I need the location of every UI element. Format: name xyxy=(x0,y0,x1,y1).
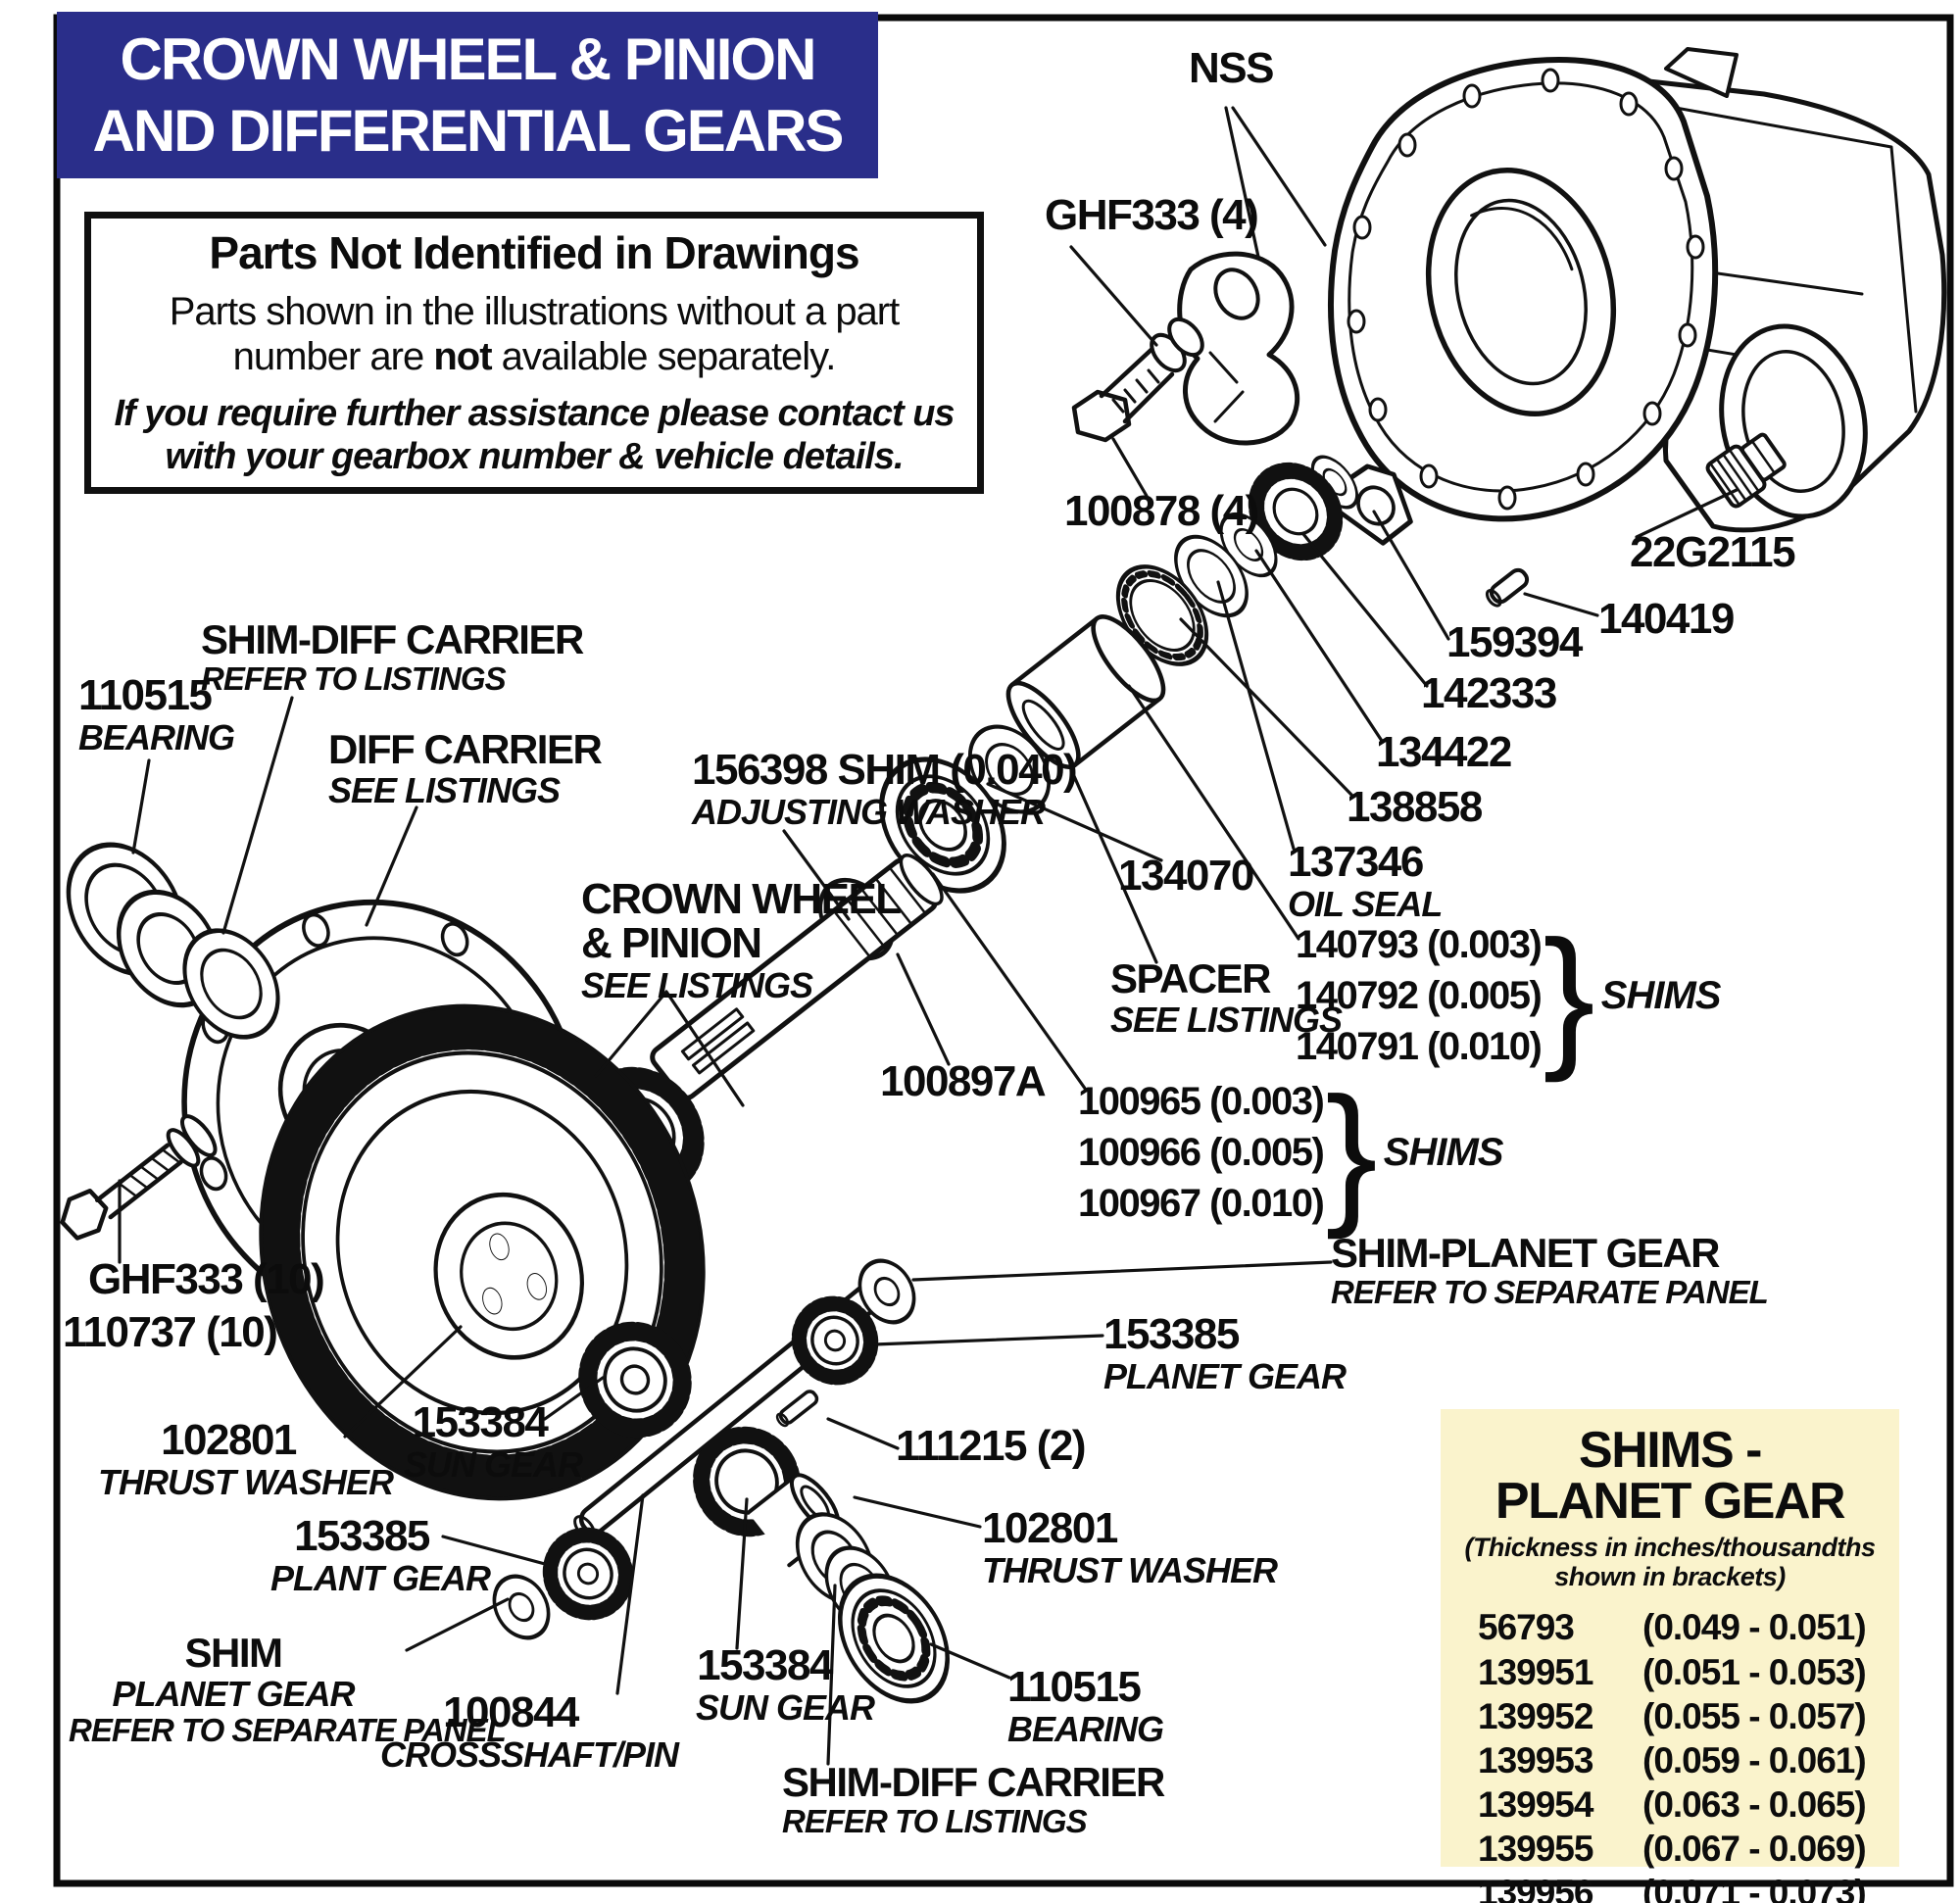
part-label-110515-bottom: 110515 BEARING xyxy=(1007,1663,1164,1749)
shim-row: 140792 (0.005) xyxy=(1296,974,1543,1017)
shims-panel-row: 139956(0.071 - 0.073) xyxy=(1478,1873,1867,1903)
notice-box: Parts Not Identified in Drawings Parts s… xyxy=(84,212,984,494)
notice-body-line2-bold: not xyxy=(433,335,492,379)
part-label-138858: 138858 xyxy=(1347,783,1483,831)
part-label-153384-bottom: 153384 SUN GEAR xyxy=(696,1641,875,1728)
shim-group-100965: 100965 (0.003) 100966 (0.005) 100967 (0.… xyxy=(1078,1064,1503,1240)
gearbox-housing-drawing xyxy=(1327,47,1947,533)
part-label-22g2115: 22G2115 xyxy=(1630,528,1796,576)
part-label-153385-right: 153385 PLANET GEAR xyxy=(1103,1310,1347,1396)
notice-body-line2-pre: number are xyxy=(232,335,434,379)
brace-glyph: } xyxy=(1325,1064,1378,1240)
shims-panel-row: 56793(0.049 - 0.051) xyxy=(1478,1607,1867,1648)
differential-gears-drawing xyxy=(492,1258,950,1704)
shims-panel-row: 139954(0.063 - 0.065) xyxy=(1478,1783,1867,1825)
shim-row: 140793 (0.003) xyxy=(1296,923,1543,966)
shim-row: 140791 (0.010) xyxy=(1296,1025,1543,1068)
page-title-box: CROWN WHEEL & PINION AND DIFFERENTIAL GE… xyxy=(57,12,878,178)
part-label-153384-top: 153384 SUN GEAR xyxy=(404,1398,583,1485)
part-label-134422: 134422 xyxy=(1376,728,1512,776)
part-label-100878: 100878 (4) xyxy=(1064,487,1259,535)
part-label-shim-diff-carrier-bottom: SHIM-DIFF CARRIER REFER TO LISTINGS xyxy=(782,1759,1165,1839)
shim-group-140793: 140793 (0.003) 140792 (0.005) 140791 (0.… xyxy=(1296,907,1721,1083)
part-label-ghf333-4: GHF333 (4) xyxy=(1045,191,1259,239)
plug-22g2115-drawing xyxy=(1705,432,1787,509)
shim-row: 100965 (0.003) xyxy=(1078,1080,1325,1123)
clamp-and-bolt-drawing xyxy=(1071,251,1300,446)
pinion-shaft-assembly-drawing xyxy=(579,455,1413,1197)
part-label-110737: 110737 (10) xyxy=(63,1308,278,1356)
notice-body: Parts shown in the illustrations without… xyxy=(169,289,901,379)
part-label-crown-wheel-pinion: CROWN WHEEL & PINION SEE LISTINGS xyxy=(581,875,902,1005)
part-label-ghf333-10: GHF333 (10) xyxy=(88,1255,325,1303)
shims-panel-note: (Thickness in inches/thousandths shown i… xyxy=(1464,1533,1876,1592)
part-label-142333: 142333 xyxy=(1421,669,1557,717)
part-label-156398-shim: 156398 SHIM (0.040) ADJUSTING WASHER xyxy=(692,746,1078,832)
shims-panel-row: 139952(0.055 - 0.057) xyxy=(1478,1695,1867,1736)
part-label-100844: 100844 CROSSSHAFT/PIN xyxy=(380,1688,679,1775)
part-label-134070: 134070 xyxy=(1118,852,1254,900)
shims-panel-row: 139951(0.051 - 0.053) xyxy=(1478,1651,1867,1692)
part-label-102801-left: 102801 THRUST WASHER xyxy=(98,1416,394,1502)
notice-body-line1: Parts shown in the illustrations without… xyxy=(169,290,901,334)
shims-panel-row: 139953(0.059 - 0.061) xyxy=(1478,1739,1867,1781)
page-title-line2: AND DIFFERENTIAL GEARS xyxy=(92,98,845,164)
part-label-diff-carrier: DIFF CARRIER SEE LISTINGS xyxy=(328,726,603,810)
notice-assist-line2: with your gearbox number & vehicle detai… xyxy=(165,436,904,477)
part-label-140419: 140419 xyxy=(1598,595,1735,643)
part-label-shim-planet-right: SHIM-PLANET GEAR REFER TO SEPARATE PANEL xyxy=(1331,1230,1769,1310)
shim-row: 100966 (0.005) xyxy=(1078,1131,1325,1174)
brace-glyph: } xyxy=(1543,907,1595,1083)
pin-140419-drawing xyxy=(1485,567,1530,608)
part-label-nss: NSS xyxy=(1189,44,1274,92)
part-label-159394: 159394 xyxy=(1446,618,1583,666)
notice-heading: Parts Not Identified in Drawings xyxy=(209,227,859,279)
shims-panel-title-line1: SHIMS - xyxy=(1579,1422,1762,1479)
part-label-110515-top: 110515 BEARING xyxy=(78,671,235,757)
part-label-153385-left: 153385 PLANT GEAR xyxy=(270,1512,491,1598)
shims-planet-gear-panel: SHIMS - PLANET GEAR (Thickness in inches… xyxy=(1441,1409,1899,1903)
notice-assist: If you require further assistance please… xyxy=(114,393,955,478)
shims-panel-table: 56793(0.049 - 0.051) 139951(0.051 - 0.05… xyxy=(1450,1605,1889,1903)
page-border xyxy=(53,14,1954,1887)
page-title-line1: CROWN WHEEL & PINION xyxy=(120,25,817,92)
shims-panel-row: 139955(0.067 - 0.069) xyxy=(1478,1829,1867,1870)
part-label-111215: 111215 (2) xyxy=(896,1422,1086,1470)
part-label-100897a: 100897A xyxy=(880,1057,1047,1105)
part-label-137346: 137346 OIL SEAL xyxy=(1288,838,1443,924)
shims-panel-title-line2: PLANET GEAR xyxy=(1494,1473,1846,1530)
leader-lines xyxy=(118,106,1739,1766)
part-label-102801-right: 102801 THRUST WASHER xyxy=(982,1504,1278,1590)
shim-row: 100967 (0.010) xyxy=(1078,1182,1325,1225)
part-label-shim-planet-left: SHIM PLANET GEAR REFER TO SEPARATE PANEL xyxy=(69,1630,507,1749)
notice-assist-line1: If you require further assistance please… xyxy=(114,393,955,435)
notice-body-line2-post: available separately. xyxy=(491,335,837,379)
part-label-shim-diff-carrier-top: SHIM-DIFF CARRIER REFER TO LISTINGS xyxy=(201,616,584,697)
part-label-spacer: SPACER SEE LISTINGS xyxy=(1110,955,1343,1040)
